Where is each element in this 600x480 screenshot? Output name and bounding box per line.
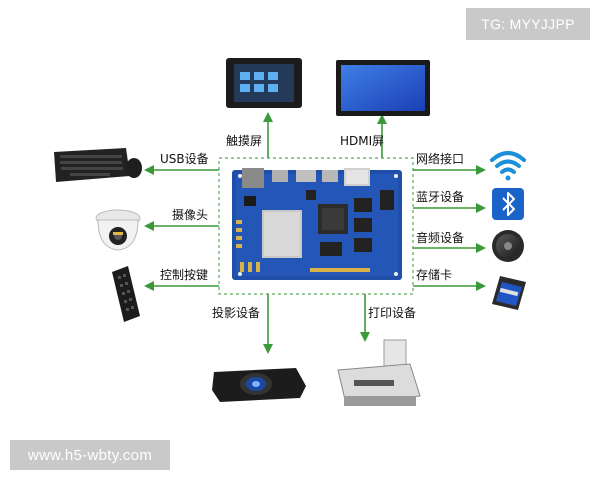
label-touchscreen: 触摸屏 xyxy=(226,134,263,148)
label-printer: 打印设备 xyxy=(368,306,417,320)
touchscreen-icon xyxy=(226,58,302,108)
monitor-icon xyxy=(336,60,430,116)
remote-control-icon xyxy=(112,266,140,322)
wifi-icon xyxy=(490,151,526,181)
label-projector: 投影设备 xyxy=(212,306,261,320)
watermark-tg: TG: MYYJJPP xyxy=(466,8,590,40)
label-memory-card: 存储卡 xyxy=(416,268,453,282)
label-bluetooth-device: 蓝牙设备 xyxy=(416,190,465,204)
label-network-port: 网络接口 xyxy=(416,152,465,166)
sd-card-icon xyxy=(492,276,526,310)
label-control-keys: 控制按键 xyxy=(160,268,209,282)
speaker-icon xyxy=(492,230,524,262)
label-audio-device: 音频设备 xyxy=(416,231,465,245)
circuit-board-icon xyxy=(232,168,402,280)
watermark-url: www.h5-wbty.com xyxy=(10,440,170,470)
board-frame xyxy=(218,157,414,295)
keyboard-icon xyxy=(54,148,142,182)
label-hdmi-screen: HDMI屏 xyxy=(340,134,385,148)
bluetooth-icon xyxy=(492,188,524,220)
projector-icon xyxy=(212,368,306,402)
label-camera: 摄像头 xyxy=(172,208,209,222)
mouse-icon xyxy=(126,158,142,178)
dome-camera-icon xyxy=(95,209,141,251)
printer-icon xyxy=(337,339,421,406)
label-usb-device: USB设备 xyxy=(160,152,209,166)
